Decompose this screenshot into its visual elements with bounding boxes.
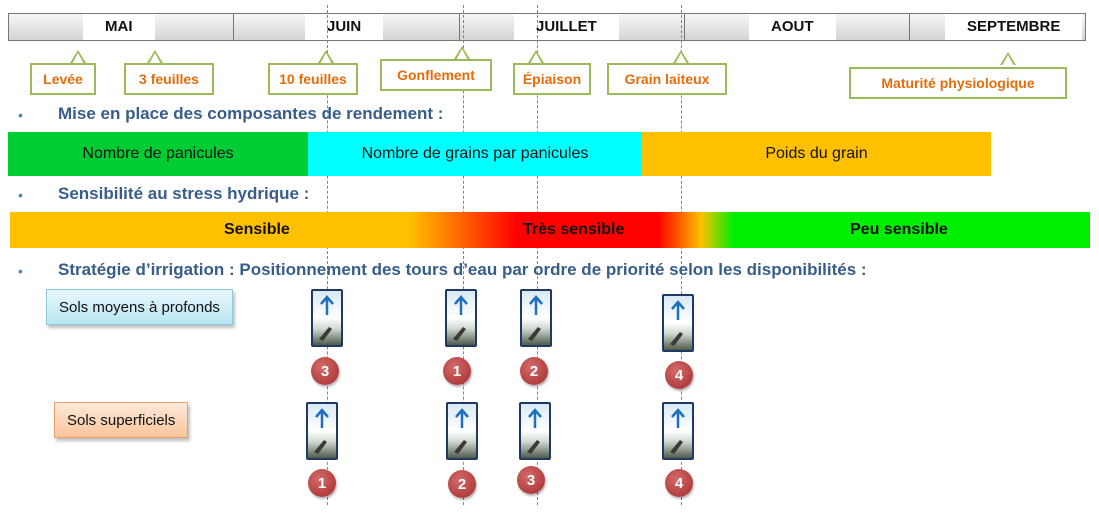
month-timeline: MAI JUIN JUILLET AOUT SEPTEMBRE	[8, 13, 1086, 41]
irrigation-gun-icon	[311, 289, 343, 347]
band-nombre-grains: Nombre de grains par panicules	[308, 132, 642, 176]
priority-badge: 2	[448, 470, 476, 498]
irrigation-gun-icon	[306, 402, 338, 460]
stage-3-feuilles: 3 feuilles	[124, 63, 214, 95]
month-juillet: JUILLET	[514, 14, 619, 40]
priority-badge: 1	[443, 357, 471, 385]
priority-badge: 3	[311, 357, 339, 385]
month-divider	[233, 14, 234, 40]
up-arrow-icon	[528, 295, 543, 341]
bullet-icon: •	[18, 107, 23, 123]
bullet-icon: •	[18, 263, 23, 279]
guide-line	[327, 5, 328, 505]
bullet-icon: •	[18, 187, 23, 203]
priority-badge: 4	[665, 361, 693, 389]
stage-levee: Levée	[30, 63, 96, 95]
stage-10-feuilles: 10 feuilles	[268, 63, 358, 95]
priority-badge: 4	[665, 469, 693, 497]
month-aout: AOUT	[749, 14, 836, 40]
up-arrow-icon	[670, 300, 685, 346]
stress-sensitivity-bar: Sensible Très sensible Peu sensible	[10, 212, 1090, 248]
up-arrow-icon	[454, 408, 469, 454]
stress-sensible: Sensible	[224, 221, 290, 238]
month-septembre: SEPTEMBRE	[945, 14, 1083, 40]
stage-pointer	[318, 50, 334, 64]
guide-line	[537, 5, 538, 505]
irrigation-gun-icon	[445, 289, 477, 347]
up-arrow-icon	[453, 295, 468, 341]
band-poids-grain: Poids du grain	[642, 132, 991, 176]
soil-moyens-profonds: Sols moyens à profonds	[46, 289, 233, 325]
stage-maturite-physiologique: Maturité physiologique	[849, 67, 1067, 99]
section-yield-components: Mise en place des composantes de rendeme…	[58, 104, 444, 123]
stage-epiaison: Épiaison	[513, 63, 591, 95]
irrigation-gun-icon	[662, 294, 694, 352]
irrigation-gun-icon	[662, 402, 694, 460]
irrigation-gun-icon	[519, 402, 551, 460]
section-irrigation: Stratégie d’irrigation : Positionnement …	[58, 260, 867, 279]
month-divider	[909, 14, 910, 40]
up-arrow-icon	[314, 408, 329, 454]
priority-badge: 3	[517, 466, 545, 494]
stage-grain-laiteux: Grain laiteux	[607, 63, 727, 95]
month-mai: MAI	[83, 14, 155, 40]
stress-peu-sensible: Peu sensible	[850, 221, 948, 238]
up-arrow-icon	[670, 408, 685, 454]
band-nombre-panicules: Nombre de panicules	[8, 132, 308, 176]
stage-pointer	[70, 50, 86, 64]
soil-superficiels: Sols superficiels	[54, 402, 189, 438]
stress-tres-sensible: Très sensible	[523, 221, 625, 238]
guide-line	[681, 5, 682, 505]
guide-line	[463, 5, 464, 505]
irrigation-gun-icon	[446, 402, 478, 460]
up-arrow-icon	[319, 295, 334, 341]
stage-pointer	[1000, 52, 1016, 66]
stage-pointer	[454, 46, 470, 60]
up-arrow-icon	[527, 408, 542, 454]
month-juin: JUIN	[305, 14, 384, 40]
irrigation-gun-icon	[520, 289, 552, 347]
stage-pointer	[147, 50, 163, 64]
section-water-stress: Sensibilité au stress hydrique :	[58, 184, 310, 203]
month-divider	[459, 14, 460, 40]
month-divider	[684, 14, 685, 40]
stage-pointer	[673, 50, 689, 64]
priority-badge: 2	[520, 357, 548, 385]
stage-pointer	[528, 50, 544, 64]
stage-gonflement: Gonflement	[380, 59, 492, 91]
priority-badge: 1	[308, 469, 336, 497]
